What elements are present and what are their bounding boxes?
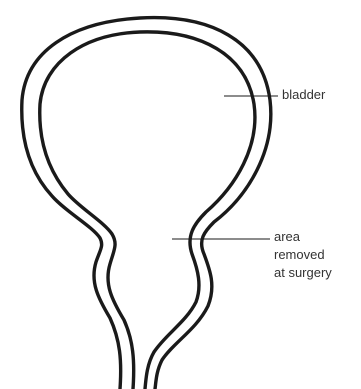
area-removed-label-line-3: at surgery xyxy=(274,264,332,282)
area-removed-label-line-1: area xyxy=(274,228,332,246)
bladder-inner-wall xyxy=(40,32,255,389)
bladder-outer-wall xyxy=(22,18,271,389)
area-removed-label: area removed at surgery xyxy=(274,228,332,282)
bladder-label: bladder xyxy=(282,86,325,104)
area-removed-label-line-2: removed xyxy=(274,246,332,264)
